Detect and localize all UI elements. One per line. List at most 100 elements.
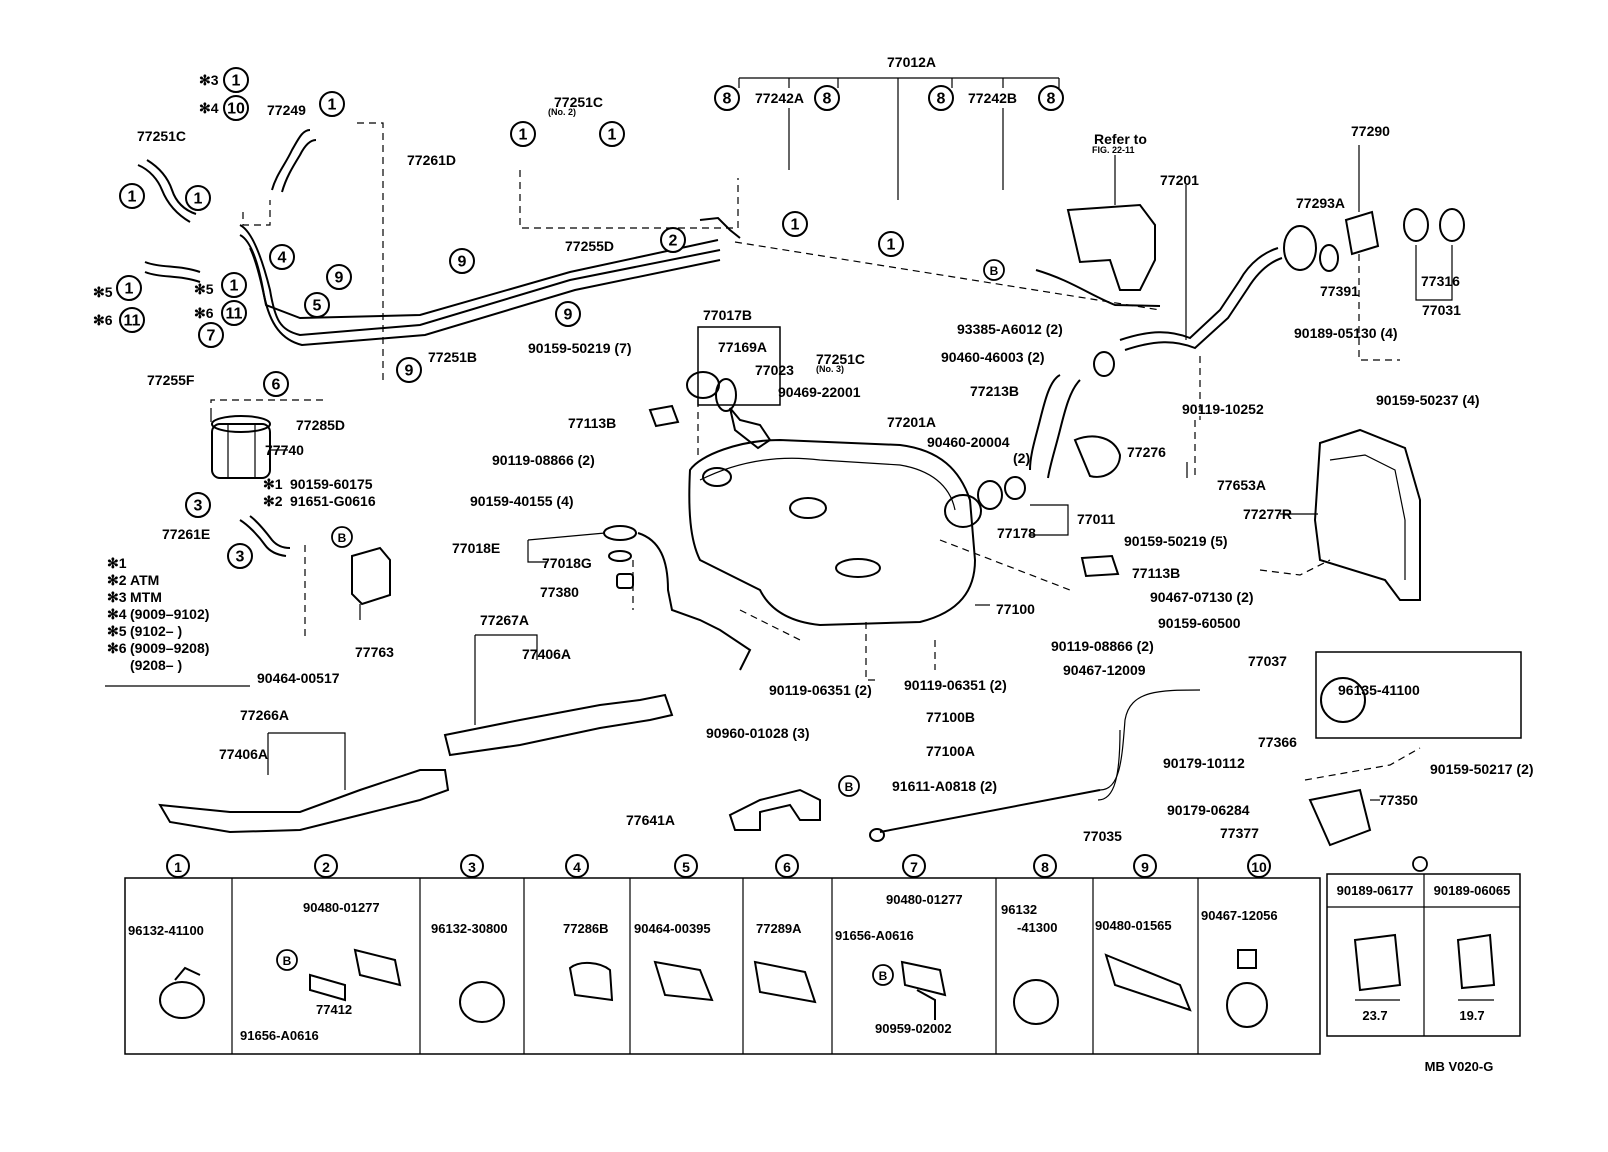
circle-ref-number: 1 <box>125 281 134 298</box>
part-number-label: 77031 <box>1422 302 1461 318</box>
part-number-label: 77276 <box>1127 444 1166 460</box>
clip-reference-table: 196132-41100290480-012777741291656-A0616… <box>128 854 1510 1043</box>
small-notes: (No. 2) (No. 3) FIG. 22-11 <box>548 107 1135 374</box>
part-number-label: 77366 <box>1258 734 1297 750</box>
circle-ref-marker: 7 <box>198 322 224 348</box>
part-number-label: 90467-12009 <box>1063 662 1146 678</box>
part-number-label: 77249 <box>267 102 306 118</box>
circle-ref-marker: 1 <box>185 185 211 211</box>
star-marker: ✻5 <box>194 281 214 297</box>
b-marker: B <box>872 964 894 986</box>
part-number-label: (2) <box>1013 450 1030 466</box>
circle-ref-marker: 1 <box>223 67 249 93</box>
clip-table-part: 90467-12056 <box>1201 908 1278 923</box>
part-number-label: 77740 <box>265 442 304 458</box>
part-number-label: 77316 <box>1421 273 1460 289</box>
circle-ref-number: 7 <box>207 328 216 345</box>
clip-table-cell: 1 96132-41100 <box>128 854 204 938</box>
clip-table-part: 91656-A0616 <box>240 1028 319 1043</box>
part-number-label: 77293A <box>1296 195 1345 211</box>
clip-table-number: 10 <box>1251 859 1267 875</box>
extra-table-dimension: 19.7 <box>1459 1008 1484 1023</box>
clip-table-number: 8 <box>1041 859 1049 875</box>
part-number-label: 90159-60175 <box>290 476 373 492</box>
star-marker: ✻3 <box>199 72 219 88</box>
part-number-label: 77285D <box>296 417 345 433</box>
circle-ref-number: 4 <box>278 250 287 267</box>
part-number-label: 90159-40155 (4) <box>470 493 574 509</box>
circle-ref-number: 8 <box>937 91 946 108</box>
clip-table-cell: 10 90467-12056 <box>1201 854 1278 923</box>
part-number-label: 77018G <box>542 555 592 571</box>
part-number-label: 77261D <box>407 152 456 168</box>
part-number-label: 77242A <box>755 90 804 106</box>
clip-table-part: 96132-41100 <box>128 923 204 938</box>
b-marker: B <box>276 949 298 971</box>
footnote-text: ATM <box>130 572 159 588</box>
part-number-label: 77213B <box>970 383 1019 399</box>
circle-ref-number: 9 <box>335 270 344 287</box>
clip-table-part: 96132-30800 <box>431 921 508 936</box>
part-number-label: 90464-00517 <box>257 670 340 686</box>
part-number-label: 77763 <box>355 644 394 660</box>
part-number-label: 77201 <box>1160 172 1199 188</box>
circle-ref-number: 1 <box>194 191 203 208</box>
clip-table-number: 1 <box>174 859 182 875</box>
part-number-label: 90159-50237 (4) <box>1376 392 1480 408</box>
part-number-label: 77251C <box>137 128 186 144</box>
part-number-label: 77100A <box>926 743 975 759</box>
circle-ref-marker: 11 <box>221 300 247 326</box>
clip-table-part: 91656-A0616 <box>835 928 914 943</box>
footnote-mark: ✻2 <box>107 572 127 588</box>
circle-ref-marker: 1 <box>116 275 142 301</box>
circle-ref-number: 3 <box>194 498 203 515</box>
circle-ref-number: 1 <box>232 73 241 90</box>
small-note: (No. 2) <box>548 107 576 117</box>
part-number-label: 77037 <box>1248 653 1287 669</box>
part-number-label: 77255D <box>565 238 614 254</box>
part-number-label: 77251B <box>428 349 477 365</box>
circle-ref-number: 1 <box>328 97 337 114</box>
clip-table-part: 90480-01277 <box>886 892 963 907</box>
part-number-label: 77100 <box>996 601 1035 617</box>
part-number-label: 77017B <box>703 307 752 323</box>
clip-table-part: 90480-01277 <box>303 900 380 915</box>
part-number-label: Refer to <box>1094 131 1147 147</box>
circle-ref-number: 5 <box>313 298 322 315</box>
small-note: FIG. 22-11 <box>1092 145 1135 155</box>
b-marker: B <box>331 526 353 548</box>
part-number-label: 90179-10112 <box>1163 755 1245 771</box>
b-letter: B <box>879 969 888 983</box>
star-marker: ✻1 <box>263 476 283 492</box>
circle-ref-number: 3 <box>236 549 245 566</box>
circle-ref-marker: 1 <box>319 91 345 117</box>
clip-table-number: 5 <box>682 859 690 875</box>
part-number-label: 90460-20004 <box>927 434 1010 450</box>
part-number-label: 77255F <box>147 372 195 388</box>
part-number-label: 93385-A6012 (2) <box>957 321 1063 337</box>
circle-ref-number: 1 <box>791 217 800 234</box>
circle-ref-number: 9 <box>458 254 467 271</box>
star-marker: ✻6 <box>93 312 113 328</box>
circle-ref-number: 1 <box>608 127 617 144</box>
circle-ref-number: 1 <box>887 237 896 254</box>
footnote-mark: ✻1 <box>107 555 127 571</box>
circle-ref-number: 8 <box>723 91 732 108</box>
part-number-label: 77100B <box>926 709 975 725</box>
circle-ref-number: 1 <box>128 189 137 206</box>
part-number-label: 91611-A0818 (2) <box>892 778 997 794</box>
footnote-mark: ✻6 <box>107 640 127 656</box>
clip-table-part: 96132 <box>1001 902 1037 917</box>
clip-table-number: 9 <box>1141 859 1149 875</box>
clip-table-number: 2 <box>322 859 330 875</box>
line-art <box>105 77 1522 1055</box>
small-note: (No. 3) <box>816 364 844 374</box>
part-number-label: 91651-G0616 <box>290 493 376 509</box>
part-number-label: 77251C <box>816 351 865 367</box>
circle-ref-number: 6 <box>272 377 281 394</box>
clip-table-part: 90464-00395 <box>634 921 711 936</box>
